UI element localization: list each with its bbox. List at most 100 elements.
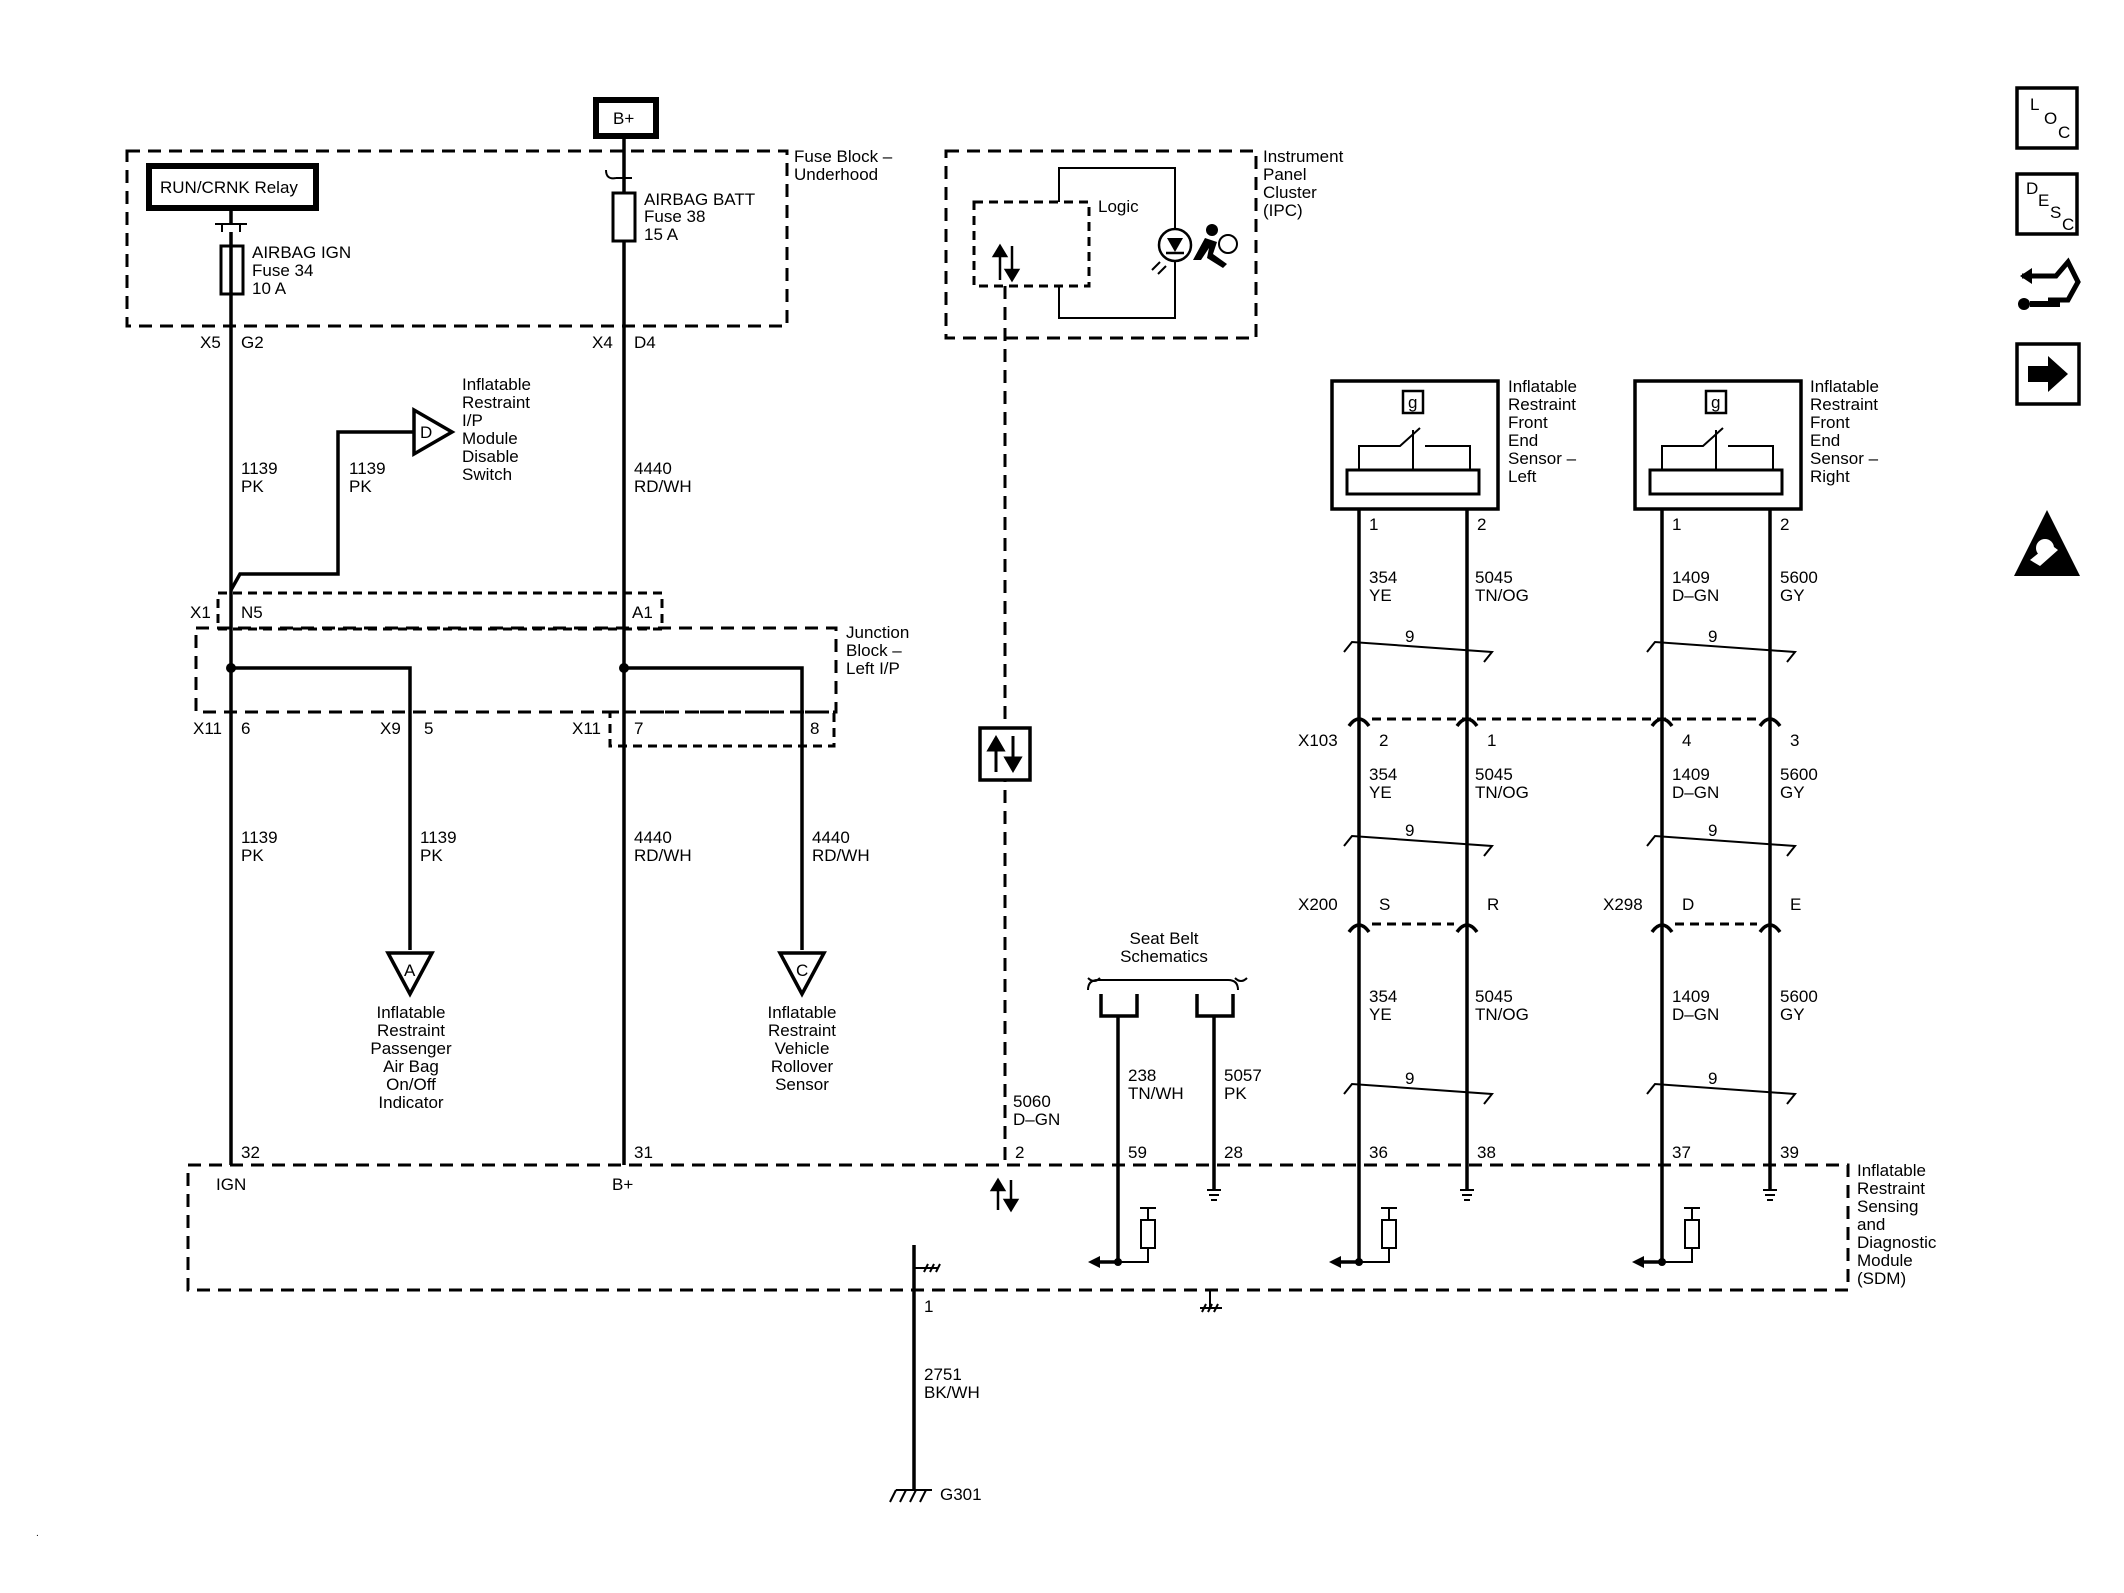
disable-switch-label-2: Restraint	[462, 393, 530, 412]
ground-symbol-38	[1460, 1189, 1474, 1201]
wire-1139-d: 1139	[420, 828, 457, 847]
fuse-batt-label-1: AIRBAG BATT	[644, 190, 755, 209]
disable-switch-label-4: Module	[462, 429, 518, 448]
sensor-left-label-2: Restraint	[1508, 395, 1576, 414]
connector-tool-icon[interactable]	[2018, 257, 2081, 310]
disable-switch-label-1: Inflatable	[462, 375, 531, 394]
wire-rdwh-b: RD/WH	[634, 846, 692, 865]
serial-data-arrows-icon	[986, 735, 1023, 773]
next-arrow-icon[interactable]	[2015, 342, 2081, 406]
sensor-right-label-4: End	[1810, 431, 1840, 450]
conn-x9: X9	[380, 719, 401, 738]
wire-1409-a: 1409	[1672, 568, 1710, 587]
loc-button[interactable]: L O C	[2015, 86, 2079, 150]
desc-letter-e: E	[2038, 191, 2049, 210]
sdm-label-2: Restraint	[1857, 1179, 1925, 1198]
wire-238: 238	[1128, 1066, 1156, 1085]
sdm-label-5: Diagnostic	[1857, 1233, 1937, 1252]
wire-rdwh-a: RD/WH	[634, 477, 692, 496]
ipc-logic-label: Logic	[1098, 197, 1139, 216]
sdm-pin-39: 39	[1780, 1143, 1799, 1162]
twist-b-l: 9	[1405, 821, 1414, 840]
serial-data-box	[978, 726, 1032, 782]
loc-letter-o: O	[2044, 109, 2057, 128]
ipc-data-arrows-icon	[991, 243, 1021, 283]
wire-dgn2-a: D–GN	[1672, 586, 1719, 605]
conn-pin-5: 5	[424, 719, 433, 738]
pass-indicator-label-3: Passenger	[370, 1039, 452, 1058]
run-crnk-relay	[146, 163, 319, 211]
sdm-label-4: and	[1857, 1215, 1885, 1234]
conn-x200: X200	[1298, 895, 1338, 914]
conn-x11-b: X11	[572, 719, 601, 738]
chassis-ground-sdm	[1200, 1290, 1222, 1313]
ground-symbol-39	[1763, 1189, 1777, 1201]
disable-switch-label-3: I/P	[462, 411, 483, 430]
wire-5600-a: 5600	[1780, 568, 1818, 587]
sdm-pin-59: 59	[1128, 1143, 1147, 1162]
sensor-right-label-2: Restraint	[1810, 395, 1878, 414]
wire-tnog-b: TN/OG	[1475, 783, 1529, 802]
sdm-label-3: Sensing	[1857, 1197, 1918, 1216]
sensor-right-label-3: Front	[1810, 413, 1850, 432]
x103-pin-1: 1	[1487, 731, 1496, 750]
sdm-label-6: Module	[1857, 1251, 1913, 1270]
airbag-warning-triangle-icon	[2014, 510, 2080, 576]
ground-pin: 1	[924, 1297, 933, 1316]
x298-pin-d: D	[1682, 895, 1694, 914]
wire-gy-b: GY	[1780, 783, 1805, 802]
g301-ground-symbol	[889, 1489, 932, 1503]
conn-x4: X4	[592, 333, 613, 352]
pass-indicator-connector	[385, 951, 435, 998]
wire-4440-c: 4440	[812, 828, 850, 847]
desc-letter-d: D	[2026, 179, 2038, 198]
wire-4440-a: 4440	[634, 459, 672, 478]
wire-5045-b: 5045	[1475, 765, 1513, 784]
ipc-label-2: Panel	[1263, 165, 1306, 184]
sdm-pin-28: 28	[1224, 1143, 1243, 1162]
wire-pk-d: PK	[420, 846, 443, 865]
ground-color: BK/WH	[924, 1383, 980, 1402]
rollover-label-5: Sensor	[775, 1075, 829, 1094]
sdm-outline	[186, 1163, 1850, 1292]
conn-pin-8: 8	[810, 719, 819, 738]
fuse-block-outline	[125, 149, 789, 328]
sdm-input-37	[1632, 1207, 1700, 1268]
conn-g2: G2	[241, 333, 264, 352]
ipc-outline	[944, 149, 1258, 340]
wire-tnog-c: TN/OG	[1475, 1005, 1529, 1024]
sensor-left-label-1: Inflatable	[1508, 377, 1577, 396]
wire-5057: 5057	[1224, 1066, 1262, 1085]
conn-a1: A1	[632, 603, 653, 622]
conn-n5: N5	[241, 603, 263, 622]
relay-label: RUN/CRNK Relay	[160, 178, 298, 197]
fuse-ign-label-3: 10 A	[252, 279, 287, 298]
wire-pk-b: PK	[349, 477, 372, 496]
conn-x11-a: X11	[193, 719, 222, 738]
rollover-label-3: Vehicle	[775, 1039, 830, 1058]
conn-d4: D4	[634, 333, 656, 352]
conn-x5: X5	[200, 333, 221, 352]
rollover-connector	[777, 951, 827, 998]
conn-x103: X103	[1298, 731, 1338, 750]
fuse-batt-label-2: Fuse 38	[644, 207, 705, 226]
x103-pin-3: 3	[1790, 731, 1799, 750]
sensor-left-tag: g	[1408, 393, 1417, 412]
disable-switch-label-6: Switch	[462, 465, 512, 484]
desc-letter-s: S	[2050, 203, 2061, 222]
fuse-batt-label-3: 15 A	[644, 225, 679, 244]
wire-rdwh-c: RD/WH	[812, 846, 870, 865]
bplus-box	[593, 97, 659, 139]
ground-symbol-28	[1207, 1189, 1221, 1201]
wire-5045-c: 5045	[1475, 987, 1513, 1006]
sdm-input-36	[1329, 1207, 1397, 1268]
ipc-label-4: (IPC)	[1263, 201, 1303, 220]
wire-354-a: 354	[1369, 568, 1397, 587]
desc-button[interactable]: D E S C	[2015, 172, 2079, 236]
x298-pin-e: E	[1790, 895, 1801, 914]
junction-label-2: Block –	[846, 641, 902, 660]
junction-x11-dash	[608, 710, 836, 748]
sensor-right-label-6: Right	[1810, 467, 1850, 486]
sdm-pin-38: 38	[1477, 1143, 1496, 1162]
